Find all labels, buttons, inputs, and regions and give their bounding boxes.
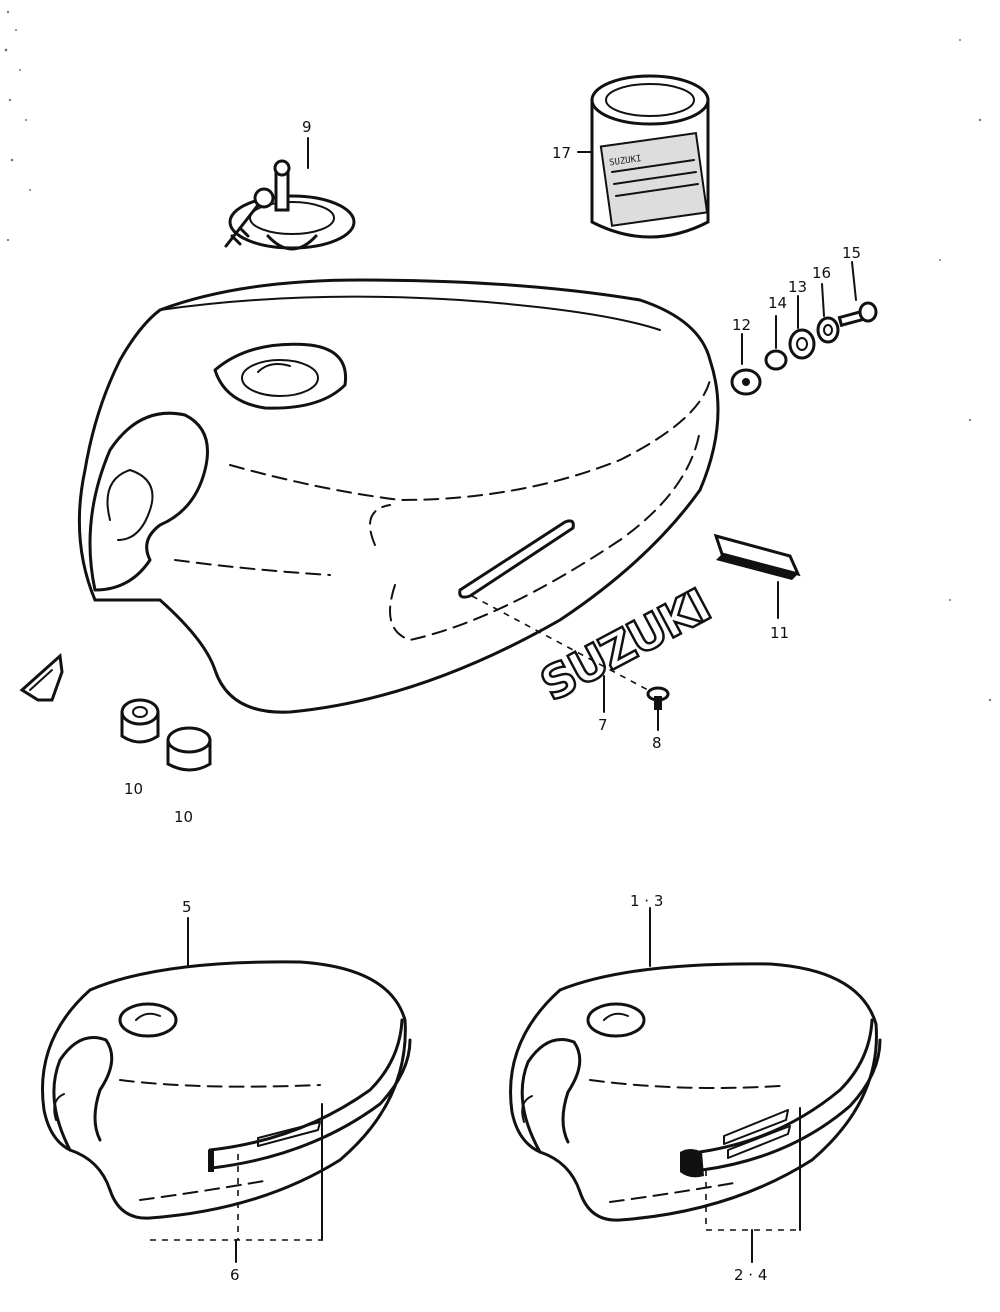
washer-16	[816, 316, 840, 344]
spacer-14	[764, 349, 788, 371]
callout-6: 6	[230, 1266, 240, 1284]
fuel-tank-variant-5	[41, 960, 412, 1220]
callout-12: 12	[732, 316, 751, 334]
scan-noise	[4, 10, 992, 702]
cushion-12	[730, 368, 762, 396]
callout-2-4: 2 · 4	[734, 1266, 767, 1284]
fuel-tank-main	[77, 278, 720, 714]
callout-11: 11	[770, 624, 789, 642]
can-label: SUZUKI	[609, 154, 643, 168]
washer-13	[788, 328, 816, 360]
front-arrow-icon	[19, 652, 64, 702]
callout-15: 15	[842, 244, 861, 262]
callout-10-lower: 10	[174, 808, 193, 826]
callout-8: 8	[652, 734, 662, 752]
fuel-cap	[224, 159, 356, 251]
callout-13: 13	[788, 278, 807, 296]
callout-16: 16	[812, 264, 831, 282]
screw	[646, 686, 670, 710]
callout-9: 9	[302, 118, 312, 136]
cushion-10b	[166, 726, 212, 772]
fuel-tank-variant-1-3	[509, 962, 882, 1222]
paint-can: SUZUKI	[590, 74, 710, 239]
bolt-15	[837, 301, 878, 328]
rubber-cushion	[713, 533, 801, 580]
callout-7: 7	[598, 716, 608, 734]
callout-14: 14	[768, 294, 787, 312]
callout-1-3: 1 · 3	[630, 892, 663, 910]
callout-5: 5	[182, 898, 192, 916]
callout-17: 17	[552, 144, 571, 162]
callout-10-upper: 10	[124, 780, 143, 798]
cushion-10a	[120, 698, 160, 744]
